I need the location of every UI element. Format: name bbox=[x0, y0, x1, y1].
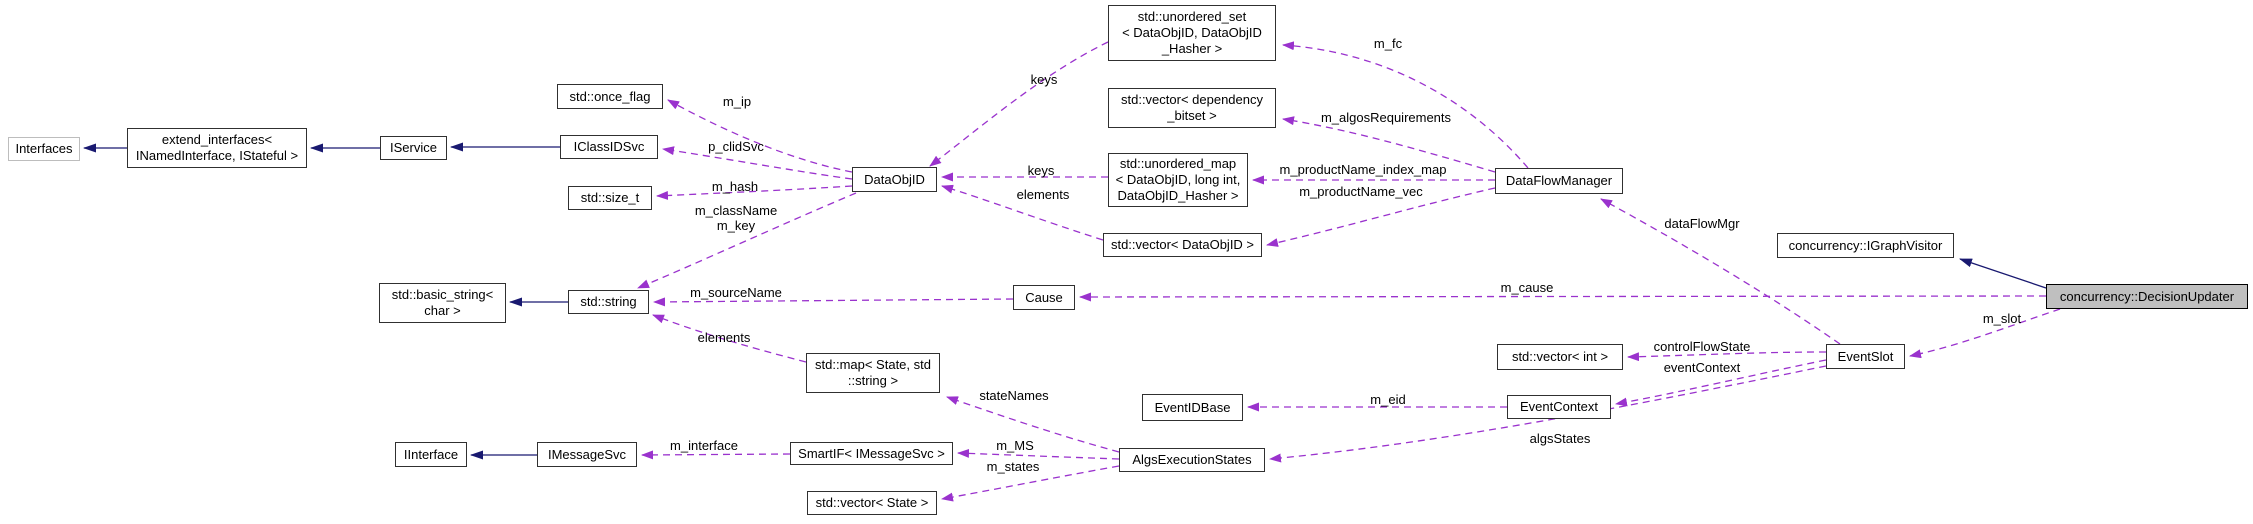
node-interfaces[interactable]: Interfaces bbox=[8, 137, 80, 161]
node-iservice[interactable]: IService bbox=[380, 136, 447, 160]
node-concurrency-igraphvisitor[interactable]: concurrency::IGraphVisitor bbox=[1777, 233, 1954, 258]
node-dataflowmanager[interactable]: DataFlowManager bbox=[1495, 168, 1623, 194]
node-concurrency-decisionupdater: concurrency::DecisionUpdater bbox=[2046, 284, 2248, 309]
node-algsexecutionstates[interactable]: AlgsExecutionStates bbox=[1119, 448, 1265, 472]
node-std-unordered-set[interactable]: std::unordered_set < DataObjID, DataObjI… bbox=[1108, 5, 1276, 61]
node-std-size-t[interactable]: std::size_t bbox=[568, 186, 652, 210]
node-std-unordered-map[interactable]: std::unordered_map < DataObjID, long int… bbox=[1108, 153, 1248, 207]
node-std-vector-int[interactable]: std::vector< int > bbox=[1497, 344, 1623, 370]
node-eventidbase[interactable]: EventIDBase bbox=[1142, 394, 1243, 421]
node-imessagesvc[interactable]: IMessageSvc bbox=[537, 442, 637, 467]
node-std-once-flag[interactable]: std::once_flag bbox=[557, 84, 663, 109]
node-extend-interfaces[interactable]: extend_interfaces< INamedInterface, ISta… bbox=[127, 128, 307, 168]
node-cause[interactable]: Cause bbox=[1013, 285, 1075, 310]
node-std-vector-dependency-bitset[interactable]: std::vector< dependency _bitset > bbox=[1108, 88, 1276, 128]
node-eventslot[interactable]: EventSlot bbox=[1826, 344, 1905, 369]
node-smartif-imessagesvc[interactable]: SmartIF< IMessageSvc > bbox=[790, 442, 953, 465]
node-iinterface[interactable]: IInterface bbox=[395, 442, 467, 467]
node-dataobjid[interactable]: DataObjID bbox=[852, 167, 937, 192]
node-eventcontext[interactable]: EventContext bbox=[1507, 395, 1611, 419]
node-std-vector-dataobjid[interactable]: std::vector< DataObjID > bbox=[1103, 233, 1262, 257]
node-iclassidsvc[interactable]: IClassIDSvc bbox=[560, 135, 658, 159]
node-std-map-state-string[interactable]: std::map< State, std ::string > bbox=[806, 353, 940, 393]
node-std-string[interactable]: std::string bbox=[568, 290, 649, 314]
node-std-vector-state[interactable]: std::vector< State > bbox=[807, 491, 937, 515]
node-std-basic-string[interactable]: std::basic_string< char > bbox=[379, 283, 506, 323]
